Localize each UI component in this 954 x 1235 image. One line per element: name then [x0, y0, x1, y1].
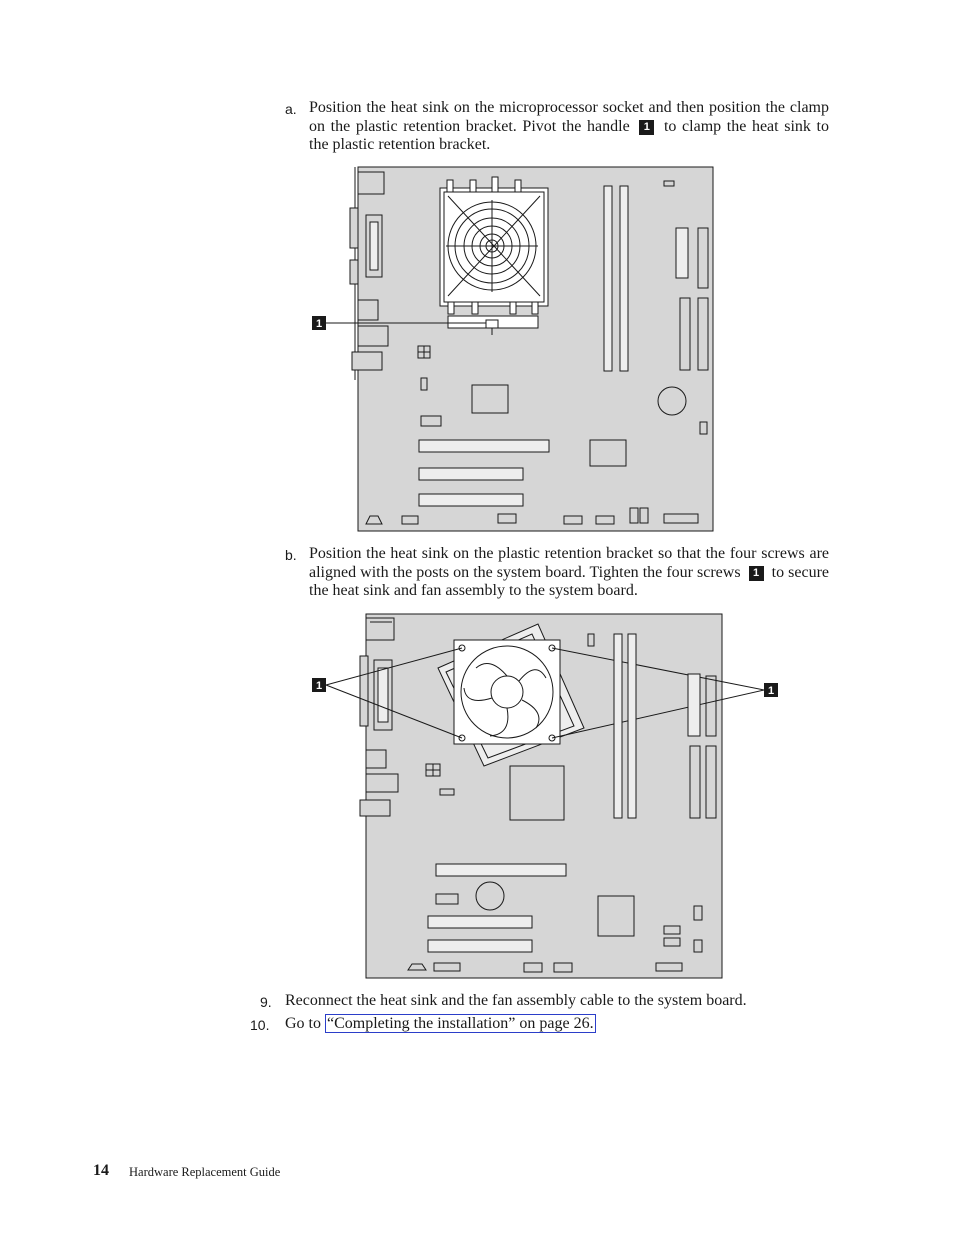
fan-assembly — [453, 639, 561, 745]
figure1-callout-box — [312, 316, 326, 330]
step-a-text: Position the heat sink on the microproce… — [309, 99, 829, 155]
footer-title: Hardware Replacement Guide — [129, 1165, 281, 1179]
figure-heat-sink-screws: 1 1 — [312, 613, 778, 979]
step-10-marker: 10. — [250, 1017, 270, 1033]
step-9-text: Reconnect the heat sink and the fan asse… — [285, 992, 747, 1009]
step-b-text-before: Position the heat sink on the plastic re… — [309, 545, 829, 581]
step-a-text-before: Position the heat sink on the microproce… — [309, 99, 829, 135]
figure-heat-sink-clamp: 1 — [312, 166, 714, 532]
step-b: b. Position the heat sink on the plastic… — [285, 545, 845, 605]
step-b-marker: b. — [285, 547, 297, 563]
figure2-callout-right-label: 1 — [768, 685, 774, 697]
step-10-text: Go to “Completing the installation” on p… — [285, 1014, 596, 1034]
figure2-callout-right-box — [764, 683, 778, 697]
step-10-text-before: Go to — [285, 1015, 321, 1032]
figure2-callout-left-label: 1 — [316, 680, 322, 692]
step-b-text-after: to secure the heat sink and fan assembly… — [309, 563, 830, 600]
heat-sink — [439, 187, 549, 307]
fan-icon — [460, 645, 554, 739]
step-b-text: Position the heat sink on the plastic re… — [309, 545, 829, 601]
step-a-text-after: to clamp the heat sink to the plastic re… — [309, 117, 829, 154]
step-9: 9. Reconnect the heat sink and the fan a… — [258, 992, 838, 1012]
completing-installation-link[interactable]: “Completing the installation” on page 26… — [325, 1014, 596, 1033]
callout-1: 1 — [748, 565, 764, 581]
callout-1: 1 — [639, 119, 655, 135]
figure2-callout-left-box — [312, 678, 326, 692]
step-a: a. Position the heat sink on the micropr… — [285, 99, 845, 159]
footer-page-number: 14 — [93, 1162, 109, 1179]
figure1-callout-label: 1 — [316, 318, 322, 330]
step-a-marker: a. — [285, 101, 297, 117]
step-10: 10. Go to “Completing the installation” … — [250, 1014, 840, 1037]
heat-sink-fan-icon — [446, 195, 541, 297]
step-9-marker: 9. — [260, 994, 272, 1010]
